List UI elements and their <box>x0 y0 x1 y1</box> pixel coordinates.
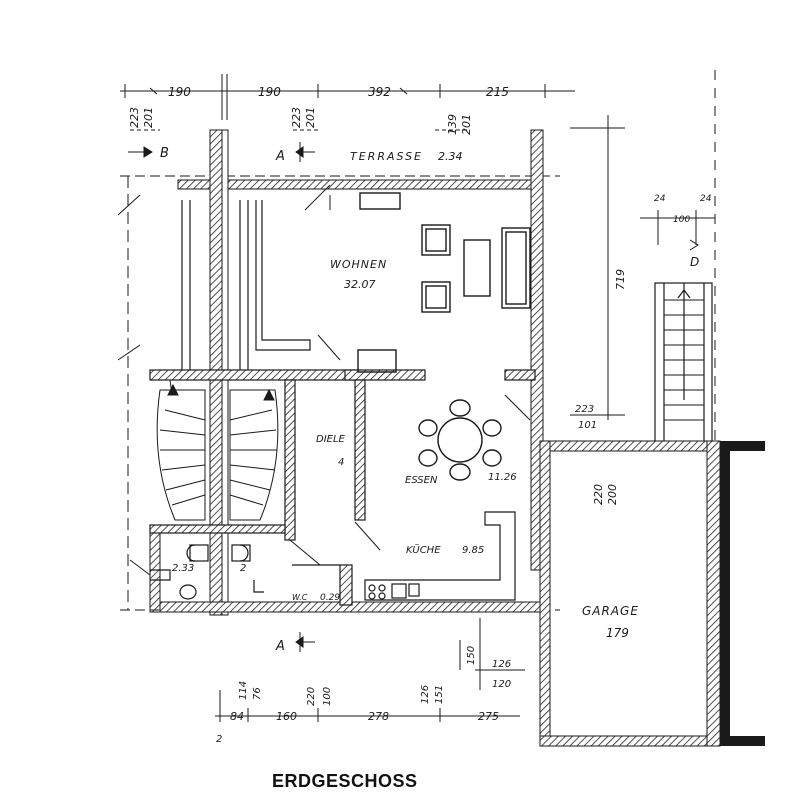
dim-right-small-mid: 100 <box>673 215 690 225</box>
dim-top-3: 392 <box>368 85 391 99</box>
dim-bottom-vert-7: 150 <box>466 646 477 665</box>
dim-top-2: 190 <box>258 85 281 99</box>
dim-bottom-vert-2: 76 <box>252 687 263 700</box>
dim-right-small-right: 24 <box>700 194 712 204</box>
dining-table <box>418 399 502 481</box>
area-garage: 179 <box>606 626 629 640</box>
dim-bottom-right-bottom: 120 <box>492 679 511 690</box>
area-diele: 4 <box>338 457 344 468</box>
room-wohnen: WOHNEN <box>330 258 387 271</box>
dim-vert-4: 201 <box>304 107 317 128</box>
dim-vert-2: 201 <box>142 107 155 128</box>
dim-bottom-2: 160 <box>276 710 297 723</box>
dim-right-stair-bottom: 101 <box>578 420 597 431</box>
dim-top-1: 190 <box>168 85 191 99</box>
page-number: 2 <box>216 734 222 745</box>
room-garage: GARAGE <box>582 604 639 618</box>
section-label-b: B <box>160 146 169 161</box>
dim-right-height: 719 <box>614 269 627 290</box>
dim-vert-6: 201 <box>460 114 473 135</box>
dim-bottom-vert-5: 126 <box>420 685 431 704</box>
garage-walls <box>539 440 765 747</box>
staircase-left <box>156 379 206 521</box>
dim-bottom-right-top: 126 <box>492 659 511 670</box>
room-terrasse: TERRASSE <box>350 150 423 163</box>
section-label-d: D <box>690 255 699 269</box>
dim-bottom-vert-3: 220 <box>306 687 317 706</box>
dim-garage-bottom: 200 <box>606 484 619 505</box>
dim-garage-top: 220 <box>592 484 605 505</box>
area-essen: 11.26 <box>488 472 517 483</box>
dim-vert-5: 139 <box>446 114 459 135</box>
dim-bottom-4: 275 <box>478 710 499 723</box>
right-dimension-line <box>570 115 715 420</box>
exterior-staircase <box>654 282 713 444</box>
room-essen: ESSEN <box>405 475 438 486</box>
area-bath-right: 2 <box>240 563 246 574</box>
room-wc: W.C <box>292 593 308 602</box>
area-bath-left: 2.33 <box>172 563 194 574</box>
room-kueche: KÜCHE <box>406 543 441 556</box>
room-diele: DIELE <box>316 434 346 445</box>
bathroom-fixtures <box>179 544 264 600</box>
stove <box>368 583 420 600</box>
bottom-dimension-line <box>215 618 525 722</box>
dim-right-small-left: 24 <box>654 194 666 204</box>
top-dimension-line <box>120 74 575 131</box>
dim-vert-1: 223 <box>128 107 141 128</box>
dim-bottom-1: 84 <box>230 710 244 723</box>
labels: 190 190 392 215 223 201 223 201 139 201 … <box>128 85 712 745</box>
door-swings <box>117 184 531 576</box>
exterior-stair-treads <box>664 299 704 421</box>
area-kueche: 9.85 <box>462 545 484 556</box>
dim-bottom-vert-6: 151 <box>434 685 445 704</box>
section-marker-a-top <box>295 142 315 162</box>
interior-walls <box>149 200 536 606</box>
area-wc: 0.29 <box>320 593 340 603</box>
area-wohnen: 32.07 <box>344 278 376 291</box>
living-furniture <box>357 192 531 373</box>
section-label-a-bottom: A <box>275 639 285 654</box>
dim-top-4: 215 <box>486 85 509 99</box>
area-terrasse: 2.34 <box>438 150 463 163</box>
section-marker-b <box>128 146 153 158</box>
plan-title: ERDGESCHOSS <box>272 771 418 791</box>
dim-right-stair-top: 223 <box>575 404 594 415</box>
dim-bottom-vert-4: 100 <box>322 687 333 706</box>
section-label-a-top: A <box>275 149 285 164</box>
dim-bottom-vert-1: 114 <box>238 681 249 700</box>
staircase-right <box>229 388 279 521</box>
dim-vert-3: 223 <box>290 107 303 128</box>
dim-bottom-3: 278 <box>368 710 389 723</box>
